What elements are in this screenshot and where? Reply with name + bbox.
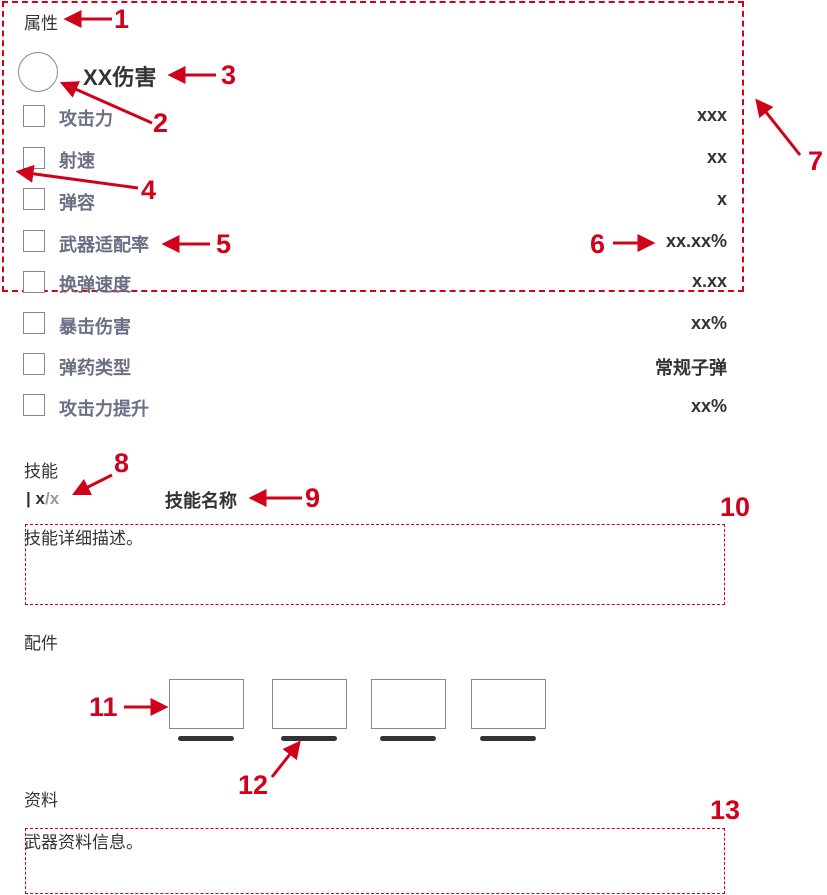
- attribute-label: 射速: [59, 151, 95, 171]
- part-slot[interactable]: [371, 679, 446, 729]
- attribute-icon: [23, 271, 45, 293]
- info-title: 资料: [24, 791, 58, 810]
- attribute-value: 常规子弹: [655, 358, 727, 378]
- part-slot-bar: [178, 736, 234, 741]
- info-description-box: [25, 828, 725, 894]
- damage-type-label: XX伤害: [83, 65, 157, 90]
- attribute-value: x.xx: [691, 271, 727, 291]
- attributes-title: 属性: [24, 14, 58, 33]
- annotation-number-3: 3: [221, 60, 237, 90]
- annotation-number-5: 5: [216, 229, 232, 259]
- attribute-label: 弹容: [59, 193, 95, 213]
- annotation-number-8: 8: [114, 448, 130, 478]
- skill-description: 技能详细描述。: [24, 529, 143, 548]
- attribute-label: 暴击伤害: [59, 317, 131, 337]
- part-slot[interactable]: [272, 679, 347, 729]
- pager-current: x: [35, 489, 45, 508]
- skill-description-box: [25, 524, 725, 605]
- annotation-number-4: 4: [141, 175, 157, 205]
- attribute-icon: [23, 353, 45, 375]
- annotation-number-6: 6: [590, 229, 606, 259]
- info-description: 武器资料信息。: [24, 833, 143, 852]
- arrow-2: [59, 81, 153, 125]
- attribute-icon: [23, 394, 45, 416]
- damage-type-icon: [18, 52, 58, 92]
- attribute-value: xxx: [696, 105, 727, 125]
- attribute-value: x: [716, 189, 727, 209]
- annotation-number-7: 7: [808, 146, 824, 176]
- attribute-value: xx%: [690, 313, 727, 333]
- attribute-value: xx: [706, 147, 727, 167]
- attribute-label: 攻击力提升: [59, 399, 149, 419]
- attribute-icon: [23, 105, 45, 127]
- annotation-number-12: 12: [238, 770, 269, 800]
- skills-title: 技能: [24, 462, 58, 481]
- arrow-8: [71, 473, 113, 496]
- arrow-4: [15, 164, 139, 190]
- annotation-number-1: 1: [114, 4, 130, 34]
- attribute-icon: [23, 312, 45, 334]
- attribute-label: 换弹速度: [59, 275, 131, 295]
- annotation-number-11: 11: [89, 692, 118, 722]
- pager-separator: /: [44, 489, 50, 508]
- attribute-label: 武器适配率: [59, 235, 149, 255]
- part-slot[interactable]: [471, 679, 546, 729]
- attribute-value: xx.xx%: [665, 231, 727, 251]
- annotation-number-9: 9: [305, 483, 321, 513]
- arrow-12: [270, 740, 301, 778]
- attribute-icon: [23, 230, 45, 252]
- annotation-number-10: 10: [720, 492, 751, 522]
- part-slot[interactable]: [169, 679, 244, 729]
- attribute-value: xx%: [690, 396, 727, 416]
- parts-title: 配件: [24, 634, 58, 653]
- pager-bar: |: [26, 489, 36, 508]
- part-slot-bar: [380, 736, 436, 741]
- skill-name: 技能名称: [165, 491, 237, 511]
- annotation-number-2: 2: [153, 108, 169, 138]
- attribute-icon: [23, 188, 45, 210]
- part-slot-bar: [480, 736, 536, 741]
- pager-total: x: [49, 489, 60, 508]
- part-slot-bar: [281, 736, 337, 741]
- attributes-region-outline: [2, 1, 744, 292]
- attribute-label: 弹药类型: [59, 358, 131, 378]
- arrow-7: [755, 98, 802, 156]
- attribute-label: 攻击力: [59, 109, 113, 129]
- skill-pager[interactable]: | x/x: [26, 489, 59, 509]
- annotation-number-13: 13: [710, 795, 741, 825]
